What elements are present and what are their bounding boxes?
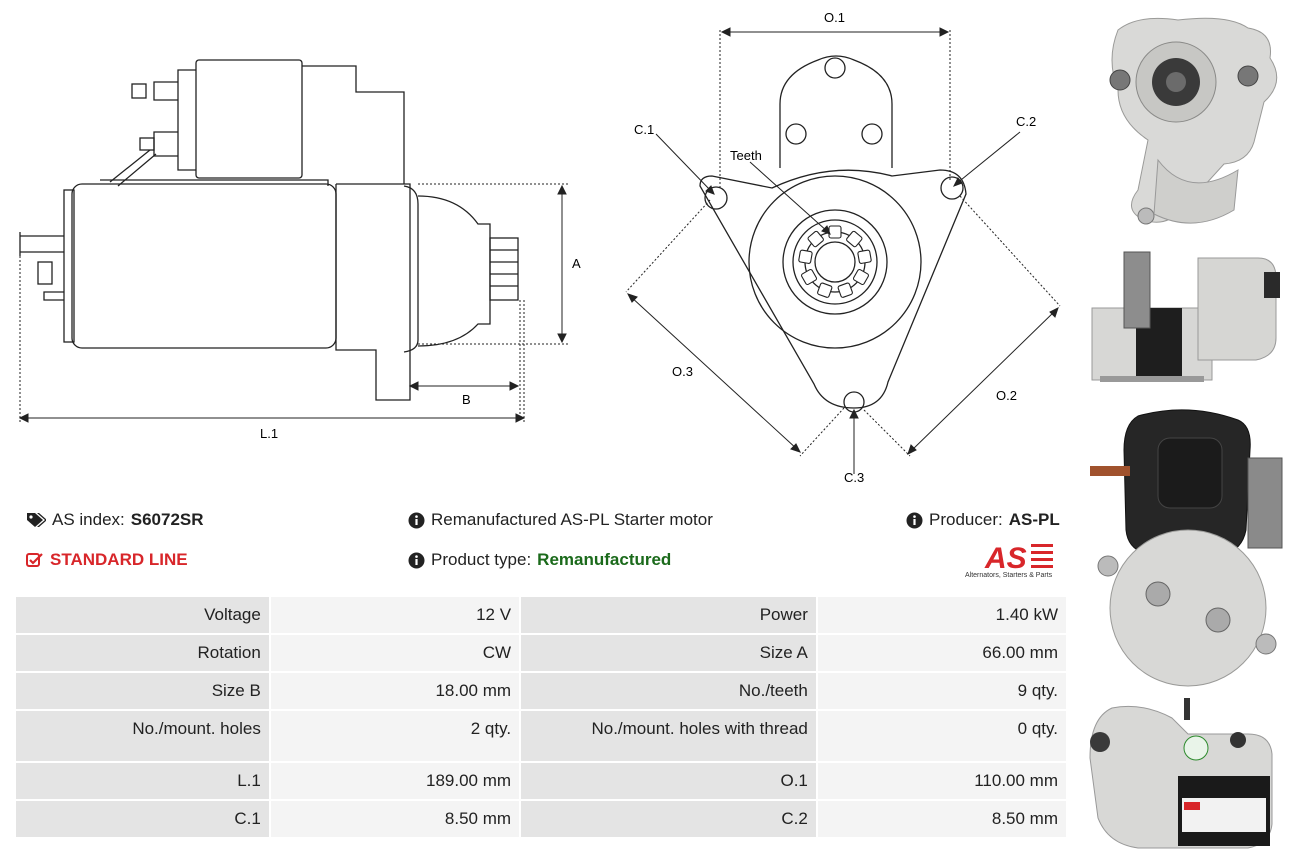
top-lug <box>779 55 893 168</box>
spec-value: 8.50 mm <box>817 801 1066 837</box>
spec-key: No./mount. holes <box>16 711 269 761</box>
tags-icon <box>26 512 46 528</box>
dim-label-c2: C.2 <box>1016 114 1036 129</box>
spec-value: 12 V <box>270 597 520 633</box>
dim-label-c3: C.3 <box>844 470 864 485</box>
solenoid <box>195 59 303 179</box>
logo-mark: AS <box>984 542 1027 572</box>
as-index-row: AS index: S6072SR <box>26 510 204 530</box>
product-type-value: Remanufactured <box>537 550 672 569</box>
spec-value: 8.50 mm <box>270 801 520 837</box>
product-type-row: Product type: Remanufactured <box>408 550 671 570</box>
spec-value: 1.40 kW <box>817 597 1066 633</box>
spec-value: 0 qty. <box>817 711 1066 761</box>
spec-key: C.1 <box>16 801 269 837</box>
spec-key: Voltage <box>16 597 269 633</box>
producer-value: AS-PL <box>1008 510 1060 529</box>
spec-value: 110.00 mm <box>817 763 1066 799</box>
table-row: C.1 8.50 mm C.2 8.50 mm <box>16 801 1066 837</box>
checkbox-icon <box>26 552 44 568</box>
logo-tagline: Alternators, Starters & Parts <box>965 572 1053 579</box>
description-text: Remanufactured AS-PL Starter motor <box>431 510 713 529</box>
dim-label-l1: L.1 <box>260 426 278 441</box>
table-row: L.1 189.00 mm O.1 110.00 mm <box>16 763 1066 799</box>
dim-label-a: A <box>572 256 581 271</box>
hole-c1 <box>704 186 728 210</box>
description-row: Remanufactured AS-PL Starter motor <box>408 510 713 530</box>
motor-housing <box>71 183 337 349</box>
spec-value: 2 qty. <box>270 711 520 761</box>
dim-label-o1: O.1 <box>824 10 845 25</box>
dim-label-b: B <box>462 392 471 407</box>
standard-line-row: STANDARD LINE <box>26 550 188 570</box>
spec-key: Size A <box>521 635 816 671</box>
spec-key: No./teeth <box>521 673 816 709</box>
as-index-label: AS index: <box>52 510 125 529</box>
hole-c2 <box>940 176 964 200</box>
spec-key: C.2 <box>521 801 816 837</box>
spec-value: 18.00 mm <box>270 673 520 709</box>
dim-label-o2: O.2 <box>996 388 1017 403</box>
table-row: No./mount. holes 2 qty. No./mount. holes… <box>16 711 1066 761</box>
standard-line-label: STANDARD LINE <box>50 550 188 569</box>
info-icon <box>408 512 425 529</box>
spec-key: O.1 <box>521 763 816 799</box>
product-type-label: Product type: <box>431 550 532 569</box>
mounting-flange <box>699 169 967 409</box>
specs-table: Voltage 12 V Power 1.40 kW Rotation CW S… <box>14 595 1068 839</box>
spec-key: L.1 <box>16 763 269 799</box>
product-photo-rear[interactable] <box>1088 398 1288 688</box>
table-row: Rotation CW Size A 66.00 mm <box>16 635 1066 671</box>
spec-value: 189.00 mm <box>270 763 520 799</box>
spec-key: Rotation <box>16 635 269 671</box>
product-photo-side[interactable] <box>1088 248 1288 388</box>
pinion-teeth <box>798 225 872 298</box>
front-view-diagram: O.1 O.2 O.3 C.1 C.2 C.3 Teeth <box>625 10 1061 485</box>
info-icon <box>906 512 923 529</box>
as-pl-logo: AS Alternators, Starters & Parts <box>965 540 1069 584</box>
table-row: Voltage 12 V Power 1.40 kW <box>16 597 1066 633</box>
dim-label-c1: C.1 <box>634 122 654 137</box>
label-teeth: Teeth <box>730 148 762 163</box>
side-view-diagram: A B L.1 <box>18 59 581 441</box>
product-photo-label-side[interactable] <box>1088 698 1288 853</box>
spec-key: Size B <box>16 673 269 709</box>
spec-value: 9 qty. <box>817 673 1066 709</box>
spec-key: No./mount. holes with thread <box>521 711 816 761</box>
spec-value: 66.00 mm <box>817 635 1066 671</box>
dim-label-o3: O.3 <box>672 364 693 379</box>
table-row: Size B 18.00 mm No./teeth 9 qty. <box>16 673 1066 709</box>
as-index-value: S6072SR <box>130 510 204 529</box>
spec-value: CW <box>270 635 520 671</box>
spec-key: Power <box>521 597 816 633</box>
product-photo-front[interactable] <box>1088 10 1288 235</box>
info-icon <box>408 552 425 569</box>
producer-row: Producer: AS-PL <box>906 510 1060 530</box>
producer-label: Producer: <box>929 510 1003 529</box>
